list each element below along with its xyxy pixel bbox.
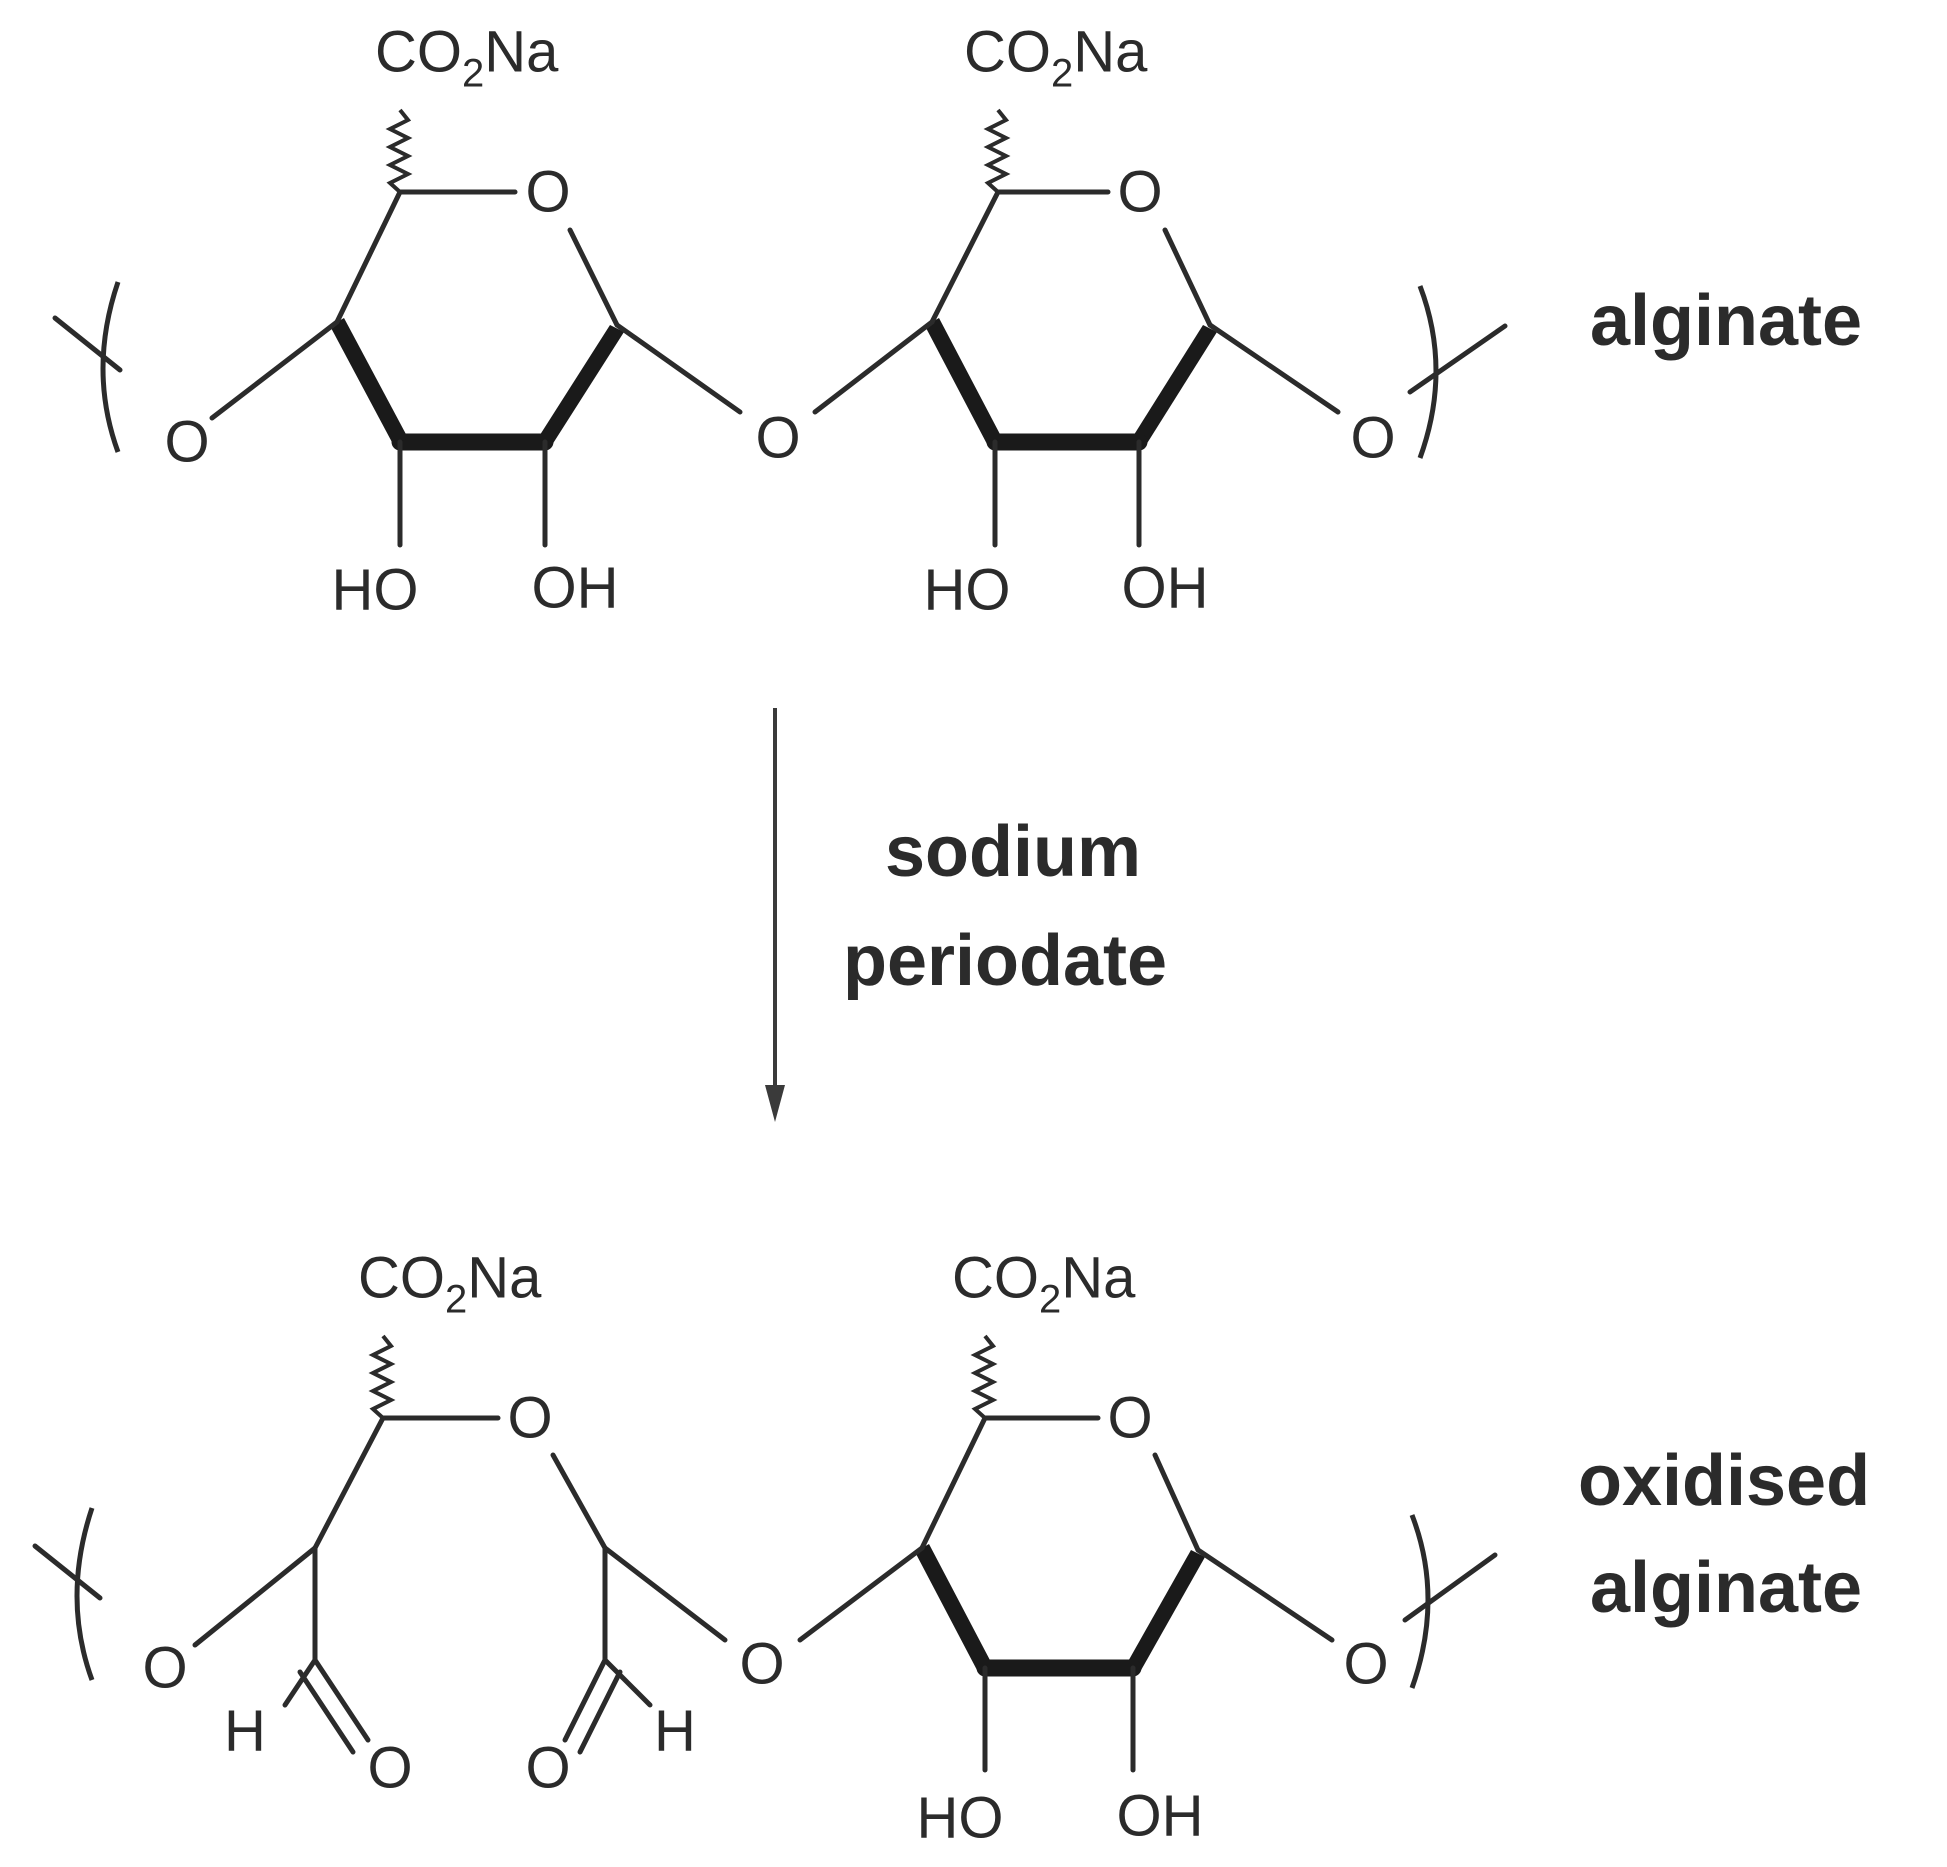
- bond: [312, 1657, 371, 1743]
- reagent-line1: sodium: [885, 812, 1141, 892]
- bond: [312, 1415, 386, 1551]
- bond: [1195, 1547, 1335, 1643]
- wavy-bond: [385, 108, 413, 194]
- bond: [812, 319, 935, 415]
- ring-oxygen-1: O: [525, 159, 570, 224]
- wedge-bond: [925, 318, 1002, 446]
- end-oxygen-right: O: [1343, 1631, 1388, 1696]
- label-alginate: alginate: [1590, 281, 1862, 361]
- carboxylate-1: CO2Na: [358, 1245, 542, 1321]
- wavy-bond: [983, 108, 1011, 194]
- wedge-bond: [1132, 325, 1217, 445]
- bond: [602, 1657, 653, 1708]
- chain-end-left: [52, 315, 123, 373]
- bond: [577, 1669, 623, 1755]
- aldehyde-hydrogen-2: H: [654, 1698, 696, 1763]
- right-bracket: [1417, 285, 1439, 459]
- ring-oxygen-1: O: [507, 1385, 552, 1450]
- wedge-bond: [538, 325, 624, 445]
- wedge-bond: [1126, 1550, 1205, 1672]
- chain-end-right: [1402, 1552, 1498, 1623]
- chain-end-left: [32, 1543, 103, 1601]
- bond: [602, 1545, 728, 1643]
- wedge-bond: [915, 1544, 992, 1672]
- bond: [209, 319, 340, 421]
- bond: [192, 1545, 318, 1648]
- bond: [1152, 1452, 1201, 1553]
- hydroxyl-ho: HO: [917, 1785, 1004, 1850]
- bond: [919, 1415, 988, 1551]
- carboxylate-2: CO2Na: [952, 1245, 1136, 1321]
- aldehyde-oxygen-1: O: [367, 1735, 412, 1800]
- oxidised-alginate-structure: O O O O O H O O H HO OH CO2Na CO2Na: [32, 1245, 1498, 1850]
- carboxylate-2: CO2Na: [964, 19, 1148, 95]
- end-oxygen-left: O: [142, 1635, 187, 1700]
- left-bracket: [100, 281, 121, 453]
- end-oxygen-left: O: [164, 409, 209, 474]
- alginate-structure: O O O O O HO OH HO OH CO2Na CO2Na: [52, 19, 1508, 622]
- label-alginate-2: alginate: [1590, 1548, 1862, 1628]
- bond: [297, 1669, 356, 1755]
- hydroxyl-ho-1: HO: [332, 557, 419, 622]
- wavy-bond: [368, 1334, 396, 1420]
- left-bracket: [74, 1507, 95, 1681]
- bond: [567, 227, 620, 328]
- bond: [1207, 322, 1341, 415]
- bond: [282, 1657, 318, 1708]
- bridge-oxygen: O: [755, 405, 800, 470]
- reaction-arrow: [765, 708, 785, 1122]
- aldehyde-oxygen-2: O: [525, 1735, 570, 1800]
- bond: [550, 1452, 608, 1551]
- bond: [797, 1545, 925, 1643]
- carboxylate-1: CO2Na: [375, 19, 559, 95]
- chain-end-right: [1407, 323, 1508, 395]
- end-oxygen-right: O: [1350, 405, 1395, 470]
- hydroxyl-ho-2: HO: [924, 557, 1011, 622]
- bond: [334, 189, 403, 325]
- ring-oxygen-2: O: [1117, 159, 1162, 224]
- right-bracket: [1409, 1514, 1431, 1689]
- hydroxyl-oh-2: OH: [1122, 555, 1209, 620]
- bond: [1162, 227, 1213, 328]
- reagent-line2: periodate: [843, 921, 1167, 1001]
- hydroxyl-oh: OH: [1117, 1783, 1204, 1848]
- bridge-oxygen: O: [739, 1631, 784, 1696]
- ring-oxygen-2: O: [1107, 1385, 1152, 1450]
- wavy-bond: [970, 1334, 998, 1420]
- bond: [929, 189, 1001, 325]
- bond: [562, 1657, 608, 1743]
- hydroxyl-oh-1: OH: [532, 555, 619, 620]
- aldehyde-hydrogen-1: H: [224, 1698, 266, 1763]
- label-oxidised: oxidised: [1578, 1441, 1870, 1521]
- wedge-bond: [330, 318, 408, 446]
- bond: [614, 322, 743, 415]
